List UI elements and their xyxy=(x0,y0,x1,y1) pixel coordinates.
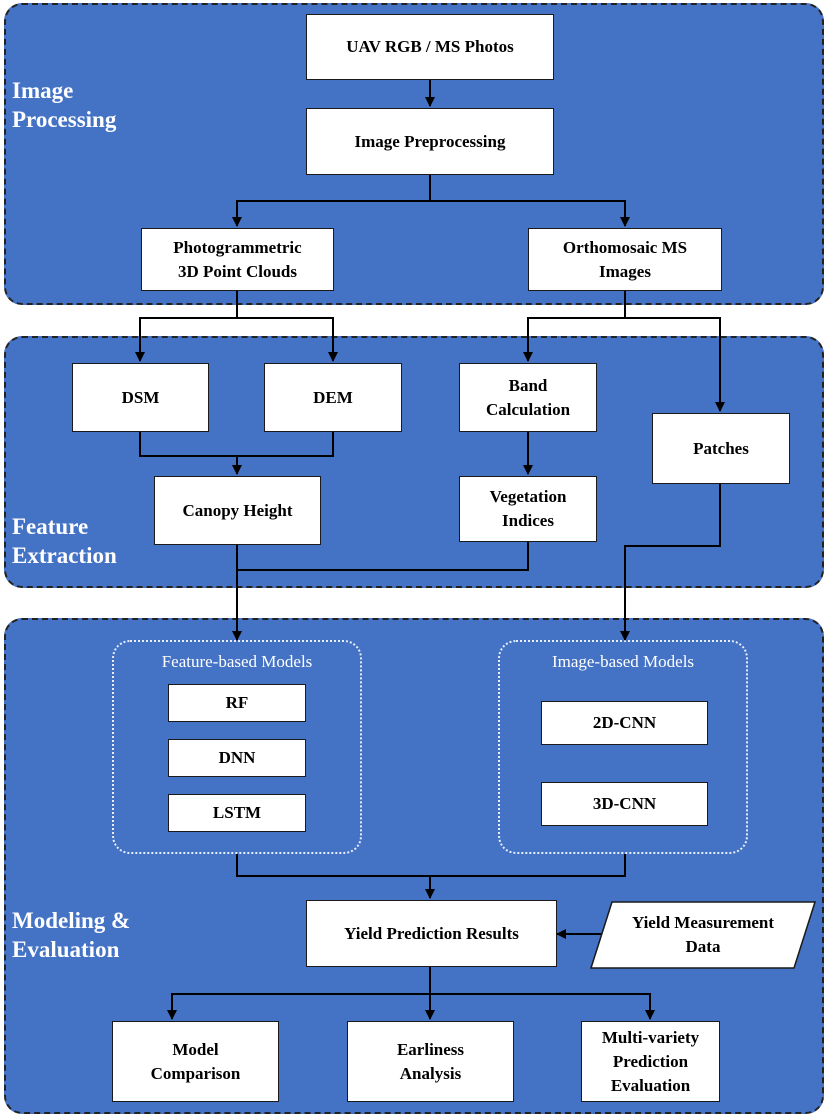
model-comparison-node: Model Comparison xyxy=(112,1021,279,1102)
dem-node: DEM xyxy=(264,363,402,432)
section-label-image-processing: Image Processing xyxy=(12,78,117,132)
dnn-model-node: DNN xyxy=(168,739,306,777)
cnn3d-model-node: 3D-CNN xyxy=(541,782,708,826)
cnn2d-model-node: 2D-CNN xyxy=(541,701,708,745)
dsm-node: DSM xyxy=(72,363,209,432)
section-label-modeling-evaluation: Modeling & Evaluation xyxy=(12,908,131,962)
image-models-group xyxy=(498,640,748,854)
orthomosaic-node: Orthomosaic MS Images xyxy=(528,228,722,291)
yield-measurement-shape xyxy=(590,901,816,969)
vegetation-indices-node: Vegetation Indices xyxy=(459,476,597,542)
section-label-feature-extraction: Feature Extraction xyxy=(12,514,117,568)
point-clouds-node: Photogrammetric 3D Point Clouds xyxy=(141,228,334,291)
yield-prediction-results-node: Yield Prediction Results xyxy=(306,900,557,967)
image-models-title: Image-based Models xyxy=(551,652,695,671)
yield-measurement-node: Yield Measurement Data xyxy=(631,913,775,956)
multi-variety-evaluation-node: Multi-variety Prediction Evaluation xyxy=(581,1021,720,1102)
feature-models-group xyxy=(112,640,362,854)
rf-model-node: RF xyxy=(168,684,306,722)
uav-photos-node: UAV RGB / MS Photos xyxy=(306,14,554,80)
image-preprocessing-node: Image Preprocessing xyxy=(306,108,554,175)
earliness-analysis-node: Earliness Analysis xyxy=(347,1021,514,1102)
band-calculation-node: Band Calculation xyxy=(459,363,597,432)
feature-models-title: Feature-based Models xyxy=(161,652,313,671)
canopy-height-node: Canopy Height xyxy=(154,476,321,545)
patches-node: Patches xyxy=(652,413,790,484)
lstm-model-node: LSTM xyxy=(168,794,306,832)
